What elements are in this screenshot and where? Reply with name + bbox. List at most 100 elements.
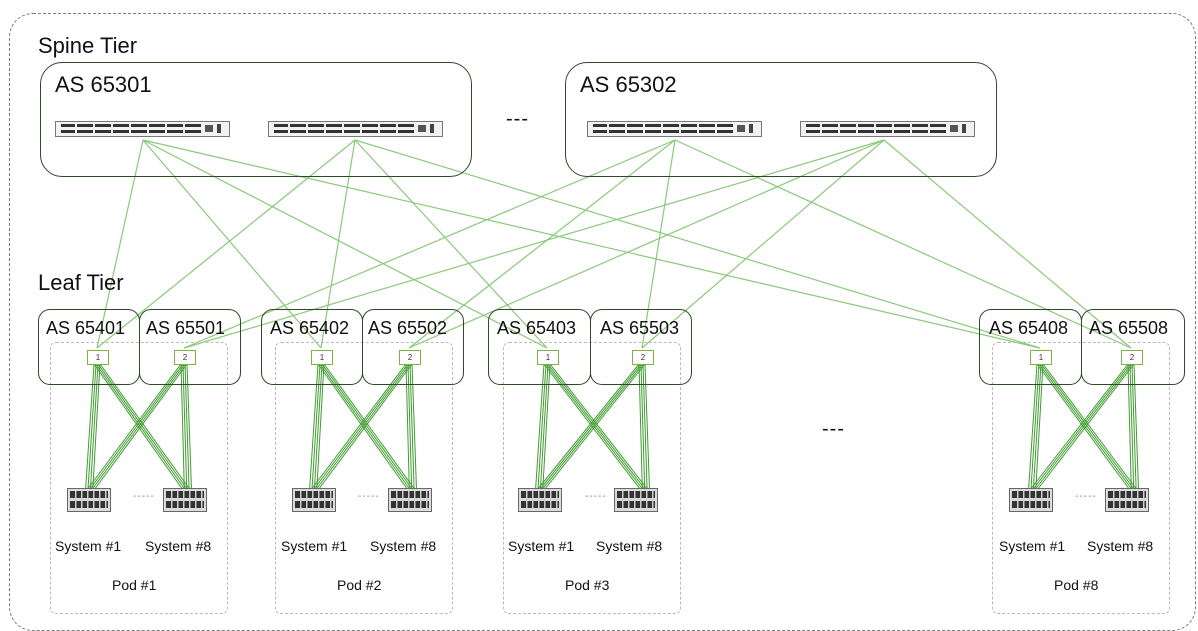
system-label: System #1	[55, 538, 122, 554]
leaf-system-link	[640, 363, 646, 493]
spine-leaf-link	[96, 139, 356, 349]
pod-ellipsis: ---	[822, 418, 845, 440]
leaf-system-link	[547, 363, 648, 493]
leaf-box	[362, 309, 464, 385]
spine-leaf-link	[96, 139, 144, 349]
spine-group-2	[565, 62, 997, 177]
leaf-system-link	[1035, 363, 1135, 493]
server-chassis-icon	[1009, 488, 1053, 512]
leaf-system-link	[1032, 363, 1133, 493]
leaf-system-link	[1127, 363, 1132, 493]
spine-leaf-link	[674, 139, 1132, 349]
leaf-system-link	[545, 363, 646, 493]
spine-leaf-link	[354, 139, 548, 349]
leaf-system-link	[84, 363, 95, 493]
server-chassis-icon	[67, 488, 111, 512]
leaf-system-link	[313, 363, 411, 493]
leaf-as-label: AS 65501	[146, 318, 226, 338]
spine-leaf-link	[354, 139, 1041, 349]
leaf-system-link	[542, 363, 551, 493]
server-chassis-icon	[388, 488, 432, 512]
system-label: System #1	[281, 538, 348, 554]
server-chassis-icon	[1105, 488, 1149, 512]
pod-frame	[503, 342, 681, 614]
pod-label: Pod #2	[337, 577, 382, 593]
leaf-as-label: AS 65502	[368, 318, 448, 338]
leaf-system-link	[549, 363, 650, 493]
pod-label: Pod #3	[565, 577, 610, 593]
leaf-system-link	[316, 363, 325, 493]
leaf-system-link	[311, 363, 321, 493]
leaf-switch-icon: 2	[632, 350, 654, 365]
leaf-system-link	[321, 363, 415, 493]
system-ellipsis: -----	[585, 491, 607, 502]
leaf-box	[590, 309, 692, 385]
leaf-system-link	[184, 363, 190, 493]
leaf-system-link	[1133, 363, 1140, 493]
leaf-system-link	[1042, 363, 1140, 493]
leaf-system-link	[309, 363, 407, 493]
rack-switch-icon	[587, 121, 762, 137]
leaf-system-link	[99, 363, 193, 493]
leaf-system-link	[535, 363, 640, 493]
server-chassis-icon	[518, 488, 562, 512]
leaf-switch-icon: 2	[1121, 350, 1143, 365]
leaf-system-link	[87, 363, 184, 493]
pod-label: Pod #1	[112, 577, 157, 593]
spine-leaf-link	[183, 139, 885, 349]
leaf-system-link	[534, 363, 545, 493]
leaf-system-link	[638, 363, 643, 493]
leaf-system-link	[97, 363, 190, 493]
leaf-switch-icon: 2	[399, 350, 421, 365]
leaf-switch-icon: 1	[87, 350, 109, 365]
spine-leaf-link	[142, 139, 548, 349]
leaf-as-label: AS 65402	[270, 318, 350, 338]
leaf-system-link	[537, 363, 547, 493]
leaf-switch-icon: 1	[1030, 350, 1052, 365]
leaf-system-link	[644, 363, 651, 493]
leaf-system-link	[316, 363, 413, 493]
leaf-system-link	[407, 363, 413, 493]
leaf-as-label: AS 65503	[600, 318, 680, 338]
system-label: System #8	[1087, 538, 1154, 554]
leaf-system-link	[411, 363, 418, 493]
system-ellipsis: -----	[1075, 491, 1097, 502]
leaf-switch-icon: 2	[174, 350, 196, 365]
leaf-system-link	[409, 363, 415, 493]
leaf-as-label: AS 65408	[989, 318, 1069, 338]
leaf-system-link	[642, 363, 648, 493]
leaf-system-link	[84, 363, 182, 493]
leaf-system-link	[186, 363, 193, 493]
server-chassis-icon	[614, 488, 658, 512]
leaf-system-link	[313, 363, 323, 493]
pod-label: Pod #8	[1054, 577, 1099, 593]
leaf-system-link	[405, 363, 410, 493]
system-label: System #8	[145, 538, 212, 554]
leaf-system-link	[1027, 363, 1038, 493]
leaf-system-link	[1030, 363, 1131, 493]
server-chassis-icon	[292, 488, 336, 512]
leaf-system-link	[92, 363, 188, 493]
leaf-as-label: AS 65508	[1089, 318, 1169, 338]
leaf-system-link	[537, 363, 642, 493]
pod-frame	[275, 342, 453, 614]
system-ellipsis: -----	[358, 491, 380, 502]
system-label: System #8	[596, 538, 663, 554]
leaf-system-link	[89, 363, 99, 493]
leaf-switch-icon: 1	[311, 350, 333, 365]
leaf-system-link	[1028, 363, 1129, 493]
server-chassis-icon	[163, 488, 207, 512]
spine-leaf-link	[142, 139, 322, 349]
leaf-system-link	[1032, 363, 1042, 493]
leaf-system-link	[319, 363, 413, 493]
spine-group-1-as: AS 65301	[55, 72, 152, 97]
leaf-switch-icon: 1	[537, 350, 559, 365]
leaf-system-link	[1035, 363, 1044, 493]
system-ellipsis: -----	[133, 491, 155, 502]
leaf-system-link	[180, 363, 185, 493]
leaf-box	[1081, 309, 1185, 385]
spine-group-1	[40, 62, 472, 177]
leaf-as-label: AS 65401	[46, 318, 126, 338]
rack-switch-icon	[268, 121, 443, 137]
